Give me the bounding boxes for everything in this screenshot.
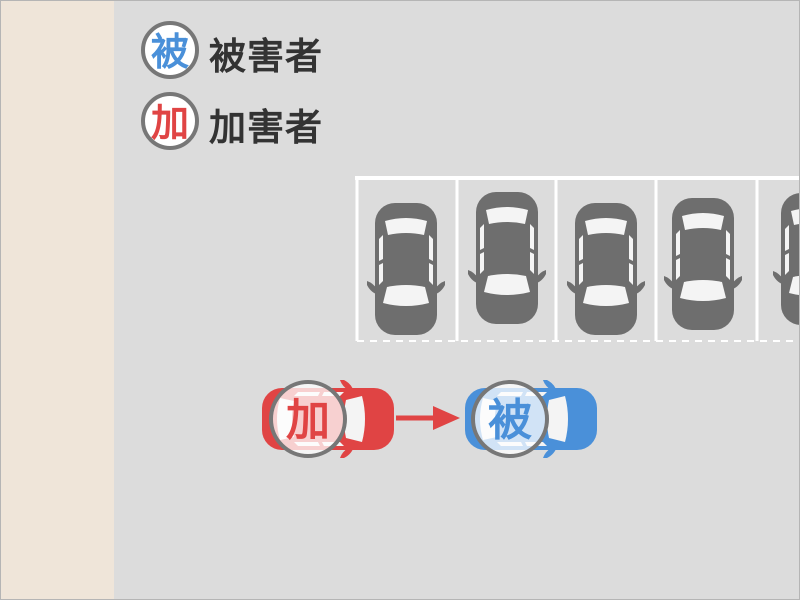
offender-legend-label: 加害者: [209, 106, 323, 149]
offender-marker-ring: [269, 380, 347, 458]
victim-marker-ring: [471, 380, 549, 458]
victim-car: 被: [465, 380, 597, 458]
offender-legend-badge: [141, 92, 199, 150]
offender-legend-badge-text: 加: [151, 101, 189, 145]
parking-lot: [355, 176, 800, 342]
sidebar-strip: [0, 0, 114, 600]
arrow-right-icon: [396, 406, 460, 430]
victim-legend-label: 被害者: [209, 35, 323, 78]
legend-item-victim: 被: [141, 21, 199, 79]
victim-legend-badge: [141, 21, 199, 79]
offender-car: 加: [262, 380, 394, 458]
victim-badge-text: 被: [488, 395, 532, 446]
victim-legend-badge-text: 被: [151, 30, 189, 74]
legend-item-offender: 加: [141, 92, 199, 150]
offender-badge-text: 加: [286, 395, 330, 446]
